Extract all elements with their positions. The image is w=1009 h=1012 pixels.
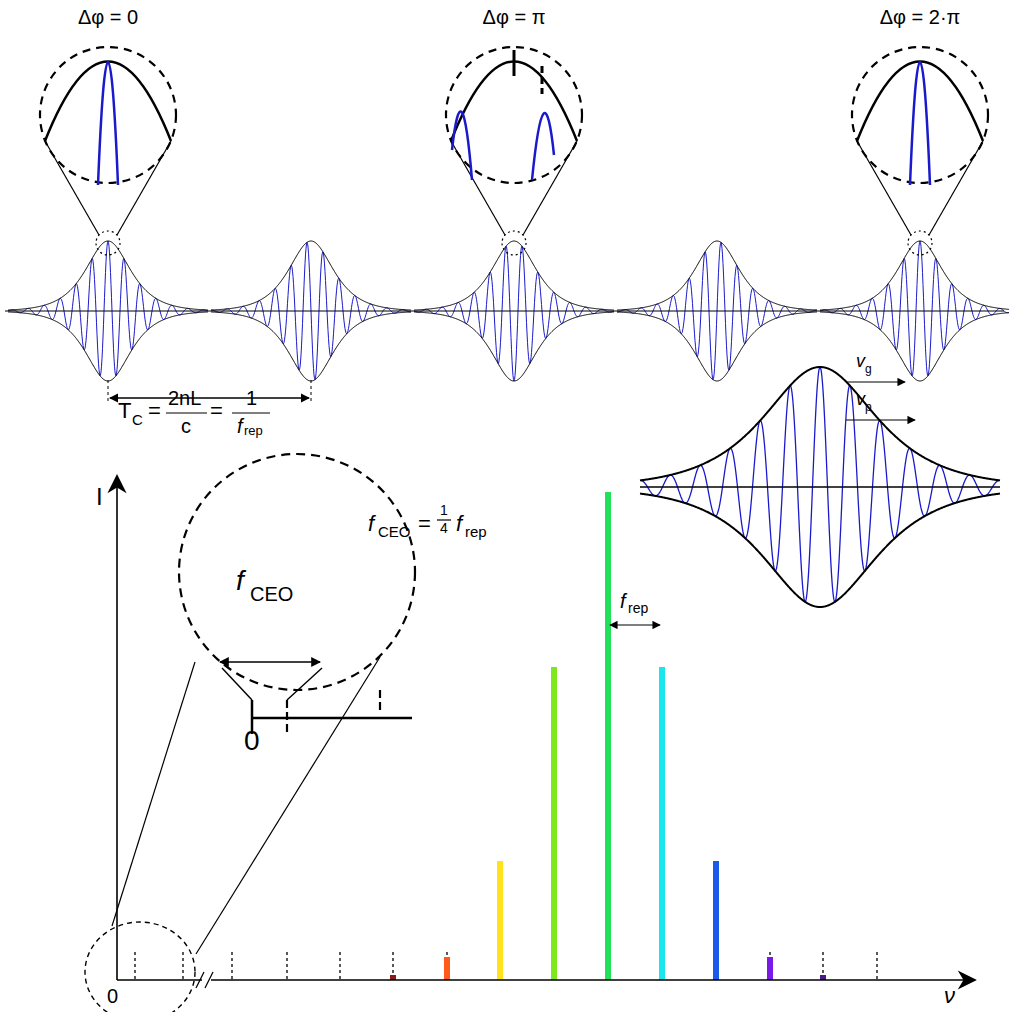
rate-subscript: rep bbox=[628, 601, 648, 616]
group-velocity-arrow bbox=[846, 381, 905, 382]
phase-velocity-arrow bbox=[846, 419, 915, 420]
denominator-subscript: rep bbox=[244, 424, 263, 438]
frequency-axis-label: ν bbox=[944, 984, 955, 1008]
single-pulse bbox=[640, 367, 1000, 607]
period-symbol: T bbox=[118, 399, 131, 423]
pulse-train bbox=[5, 241, 1009, 381]
intensity-axis-label: I bbox=[96, 484, 103, 510]
rate-symbol: f bbox=[620, 590, 626, 612]
phase-label: Δφ = 2·π bbox=[880, 6, 961, 28]
numerator: 2nL bbox=[168, 387, 201, 409]
offset-subscript: CEO bbox=[378, 524, 411, 541]
velocity-symbol: v bbox=[856, 390, 865, 410]
denominator: 4 bbox=[440, 521, 448, 536]
velocity-subscript: g bbox=[865, 363, 872, 376]
period-dimension bbox=[108, 380, 311, 413]
origin-label: 0 bbox=[107, 985, 118, 1007]
offset-subscript: CEO bbox=[250, 583, 293, 605]
equals-sign: = bbox=[418, 512, 431, 536]
phase-label: Δφ = π bbox=[483, 6, 546, 28]
offset-symbol: f bbox=[368, 512, 374, 536]
denominator: c bbox=[181, 415, 191, 437]
spectrum-axes bbox=[117, 476, 975, 988]
equals-sign: = bbox=[148, 399, 161, 423]
phase-label: Δφ = 0 bbox=[78, 6, 138, 28]
denominator: f bbox=[237, 415, 243, 437]
equals-sign: = bbox=[210, 399, 223, 423]
origin-label: 0 bbox=[244, 726, 260, 757]
numerator: 1 bbox=[246, 387, 257, 409]
numerator: 1 bbox=[440, 503, 448, 518]
rate-subscript: rep bbox=[465, 524, 487, 541]
offset-symbol: f bbox=[236, 566, 244, 597]
phase-zoom bbox=[40, 47, 988, 255]
comb-lines bbox=[390, 492, 826, 980]
spacing-arrow bbox=[610, 624, 660, 625]
comb-ticks bbox=[135, 952, 877, 980]
offset-zoom bbox=[85, 454, 415, 1012]
rate-symbol: f bbox=[456, 512, 462, 536]
velocity-symbol: v bbox=[856, 352, 865, 372]
velocity-subscript: p bbox=[865, 401, 872, 414]
period-subscript: C bbox=[132, 412, 143, 429]
